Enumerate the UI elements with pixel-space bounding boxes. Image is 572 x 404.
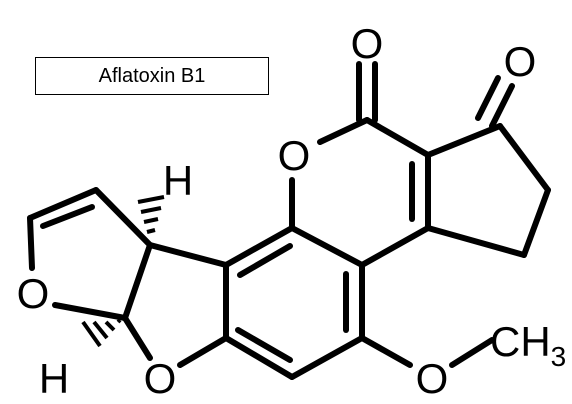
bond-ar-4-inner	[235, 327, 293, 363]
bond-ome-2	[449, 337, 495, 368]
hashed-wedges	[81, 195, 165, 348]
methyl-subscript: 3	[551, 341, 567, 372]
bond-ar-3	[289, 335, 365, 380]
atom-methyl-c: CH3	[490, 318, 566, 372]
bond-ar-4	[223, 335, 295, 380]
bond-cc-3	[359, 225, 431, 268]
bond-fu-3	[27, 215, 35, 271]
bond-ar-1	[289, 225, 365, 268]
bond-co-ketone-b	[489, 83, 515, 129]
bond-ar-6-inner	[237, 243, 293, 278]
bond-cp-1	[425, 123, 503, 158]
hash-wedge-upper	[137, 195, 165, 234]
bond-df-3	[122, 242, 153, 321]
bonds	[27, 61, 551, 380]
atom-o-ring-lactone: O	[278, 132, 311, 179]
atom-o-carbonyl-ketone: O	[504, 38, 537, 85]
bond-fu-2-inner	[40, 204, 95, 229]
atom-o-furan-left: O	[17, 270, 50, 317]
bond-cc-1	[364, 117, 431, 158]
bond-cp-3	[521, 187, 551, 258]
atom-h-lower: H	[39, 355, 69, 399]
methyl-ch-text: CH	[490, 318, 551, 365]
bond-co-ketone-a	[475, 75, 501, 121]
bond-co-ring-1	[317, 117, 370, 145]
bond-ar-6	[223, 225, 295, 268]
hash-wedge-lower	[81, 318, 122, 348]
atom-o-carbonyl-lactone: O	[351, 20, 384, 67]
bond-fu-4	[52, 302, 128, 321]
compound-title: Aflatoxin B1	[98, 64, 206, 87]
bond-cp-2	[497, 123, 551, 193]
bond-fu-1	[93, 187, 153, 248]
bond-cp-4	[425, 225, 527, 258]
atom-o-furan-bottom: O	[144, 355, 177, 399]
bond-df-1	[147, 242, 229, 268]
bond-ome-1	[359, 335, 413, 368]
bond-fu-2	[27, 187, 99, 221]
bond-fu-5	[122, 315, 153, 361]
bond-df-2	[177, 335, 229, 368]
atom-h-upper: H	[163, 157, 193, 204]
atom-o-methoxy: O	[416, 355, 449, 399]
title-box: Aflatoxin B1	[35, 57, 269, 95]
